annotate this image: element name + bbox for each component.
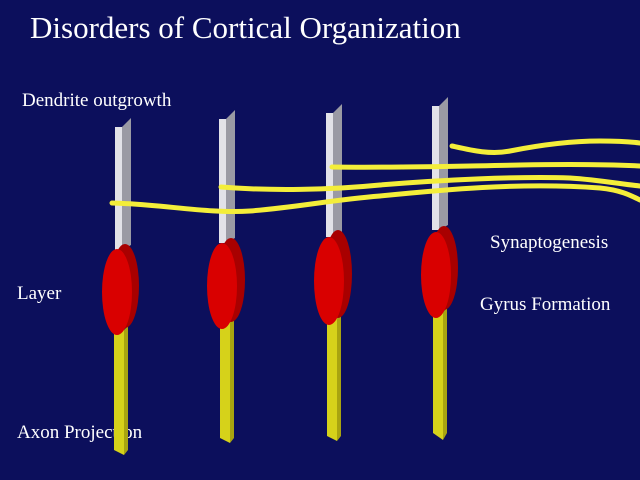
- neuron-3-dendrite: [326, 113, 333, 237]
- neuron-1: [102, 118, 139, 455]
- label-gyrus-formation: Gyrus Formation: [480, 294, 611, 315]
- neuron-3-axon-side: [337, 312, 341, 441]
- fibers: [109, 138, 640, 215]
- neuron-4: [421, 97, 458, 440]
- neuron-2-cell-body: [207, 243, 237, 329]
- neuron-3-dendrite-side: [333, 104, 342, 237]
- slide-title: Disorders of Cortical Organization: [30, 10, 461, 45]
- neuron-1-axon-side: [124, 326, 128, 455]
- neuron-3: [314, 104, 352, 441]
- neuron-1-axon: [114, 330, 124, 455]
- neuron-4-axon: [433, 312, 443, 440]
- neuron-2-dendrite: [219, 119, 226, 243]
- label-dendrite-outgrowth: Dendrite outgrowth: [22, 90, 172, 111]
- neuron-4-dendrite-side: [439, 97, 448, 230]
- neuron-1-dendrite: [115, 127, 122, 250]
- neuron-2: [207, 110, 245, 443]
- label-axon-projection: Axon Projection: [17, 422, 143, 443]
- fiber-4: [449, 138, 640, 155]
- neuron-2-axon-side: [230, 314, 234, 443]
- neuron-3-axon: [327, 316, 337, 441]
- neuron-2-axon: [220, 318, 230, 443]
- fiber-1: [109, 183, 640, 215]
- neuron-4-axon-side: [443, 308, 447, 440]
- fiber-3: [329, 162, 640, 170]
- fiber-2: [218, 174, 640, 192]
- label-synaptogenesis: Synaptogenesis: [490, 232, 609, 253]
- neuron-1-cell-body: [102, 249, 132, 335]
- neuron-4-cell-body: [421, 232, 451, 318]
- neuron-3-cell-body: [314, 237, 344, 325]
- label-layer: Layer: [17, 283, 62, 304]
- neuron-2-dendrite-side: [226, 110, 235, 243]
- neuron-1-dendrite-side: [122, 118, 131, 250]
